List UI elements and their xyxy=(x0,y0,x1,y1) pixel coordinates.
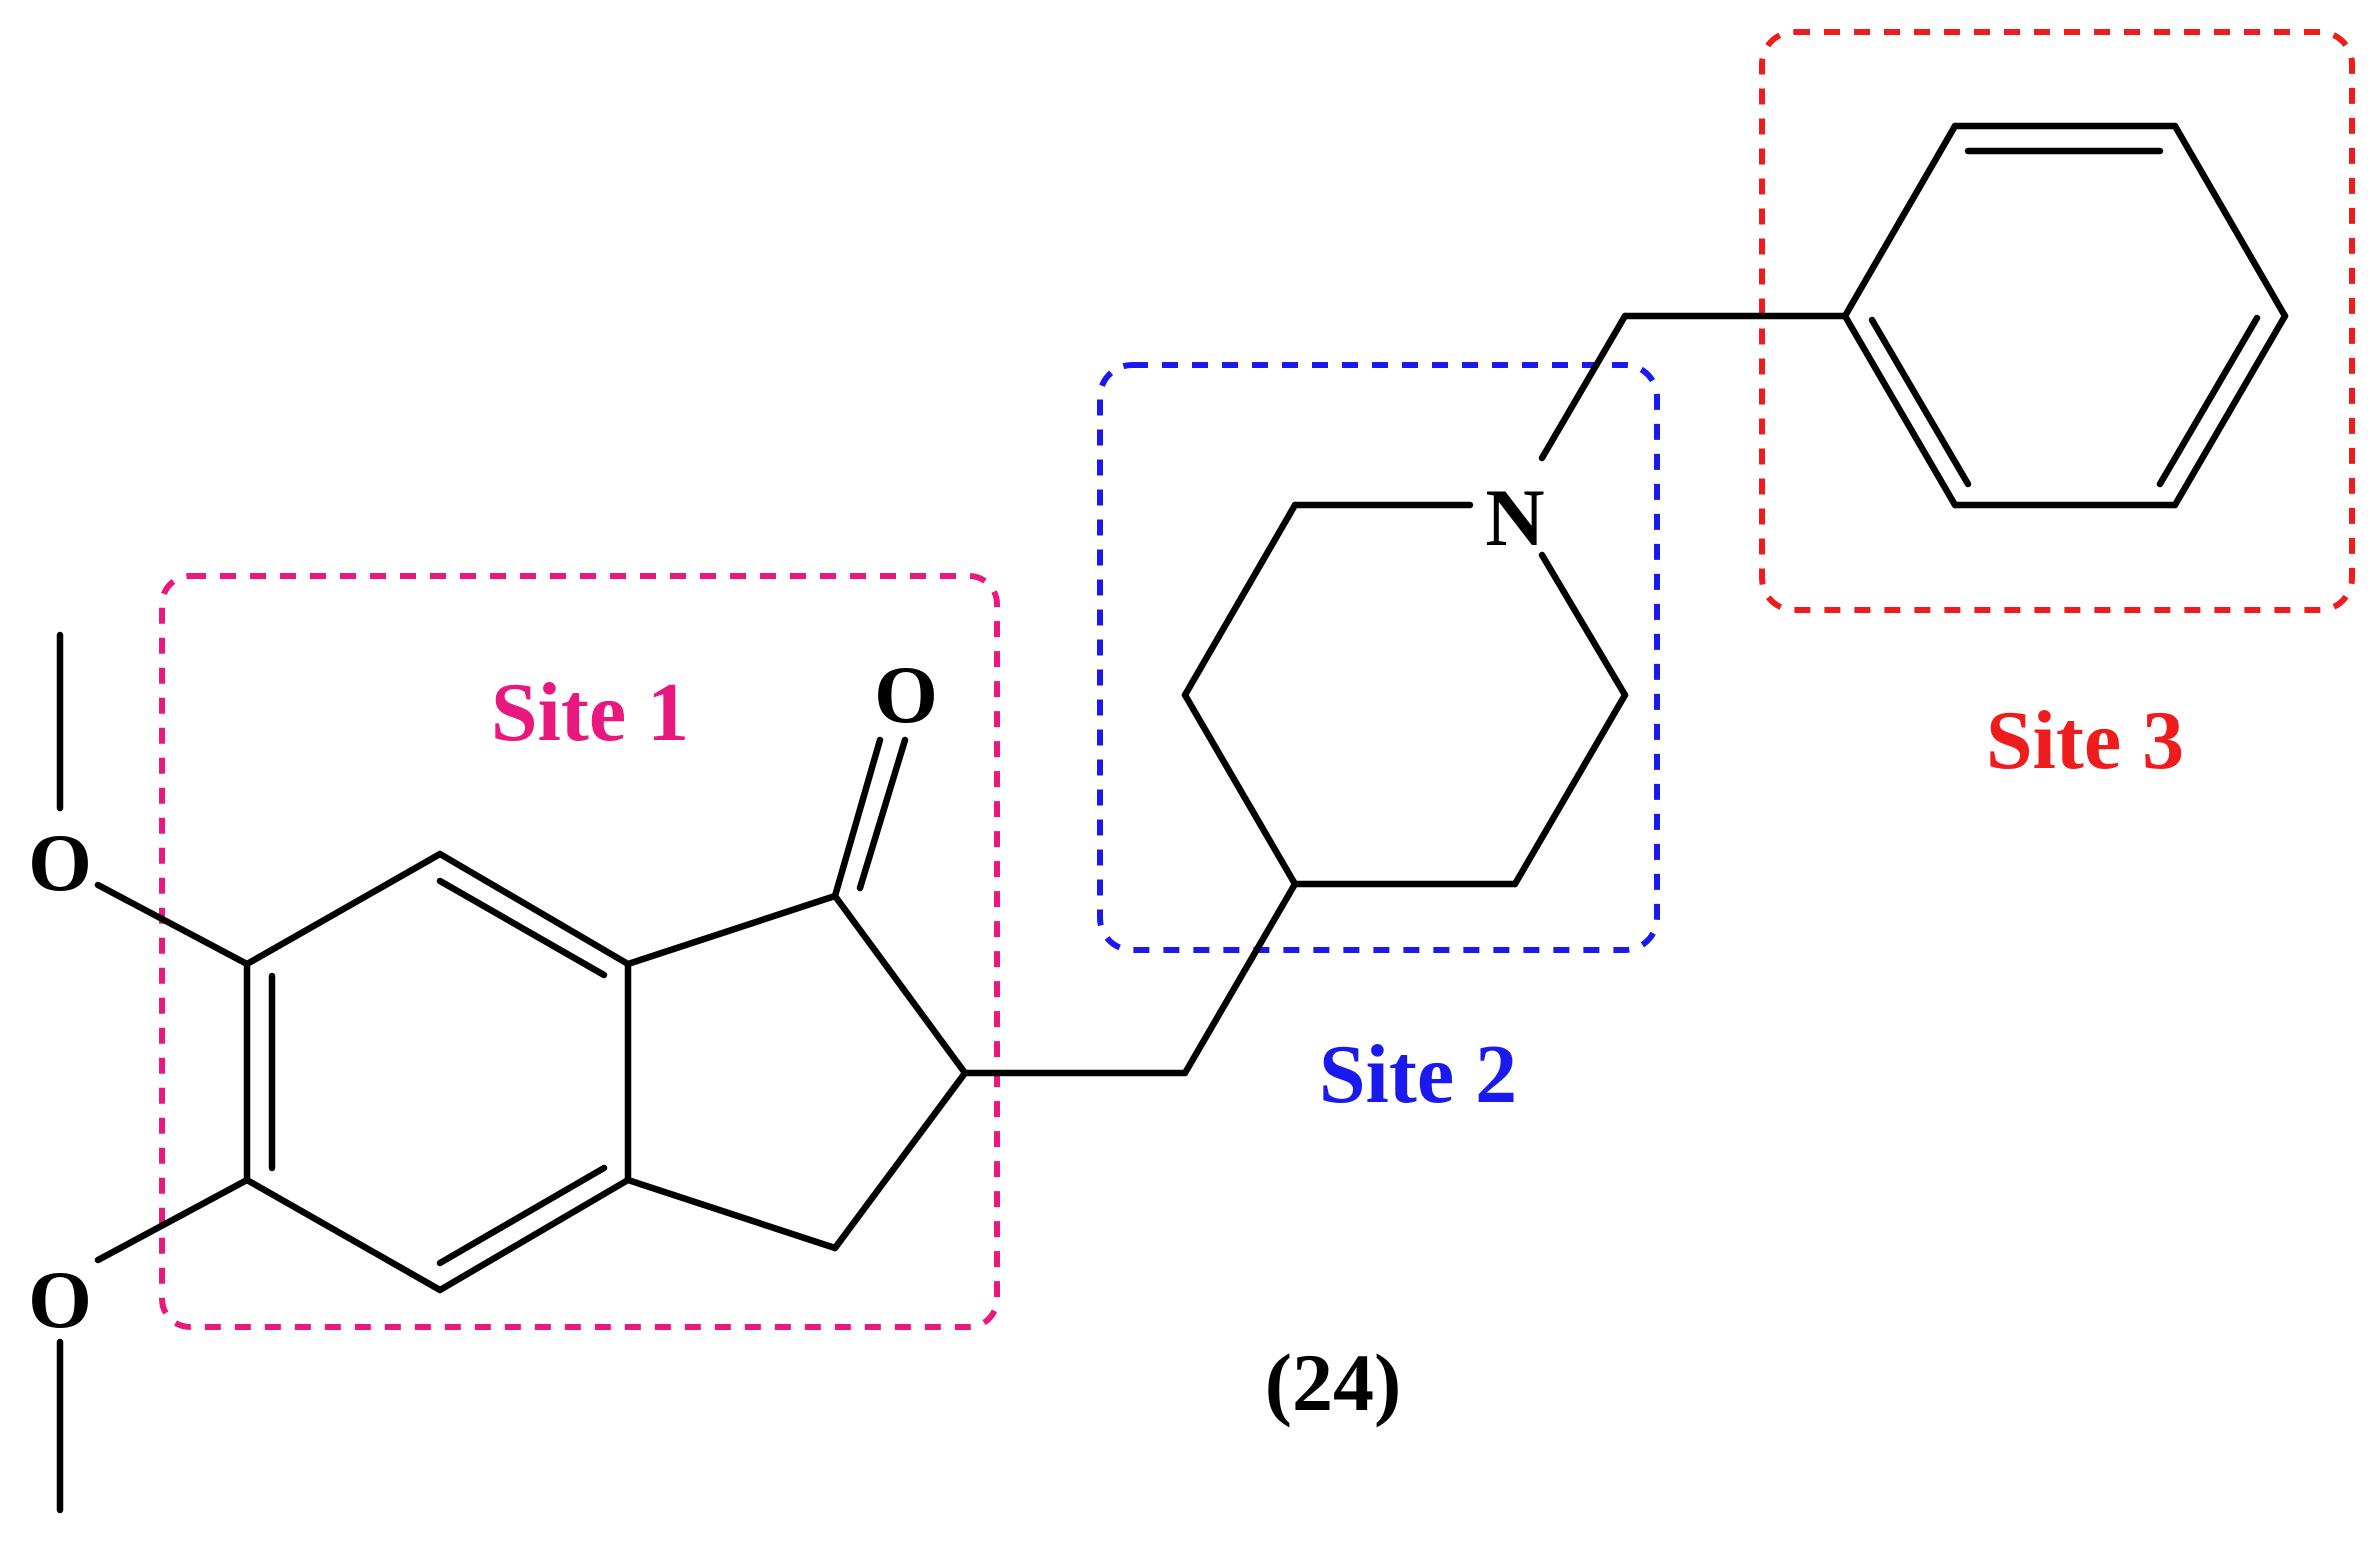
site-2-box xyxy=(1097,362,1660,953)
piperidine-ring xyxy=(1181,501,1629,888)
site-3-label: Site 3 xyxy=(1986,694,2184,787)
compound-number: (24) xyxy=(1265,1337,1402,1428)
methoxy-oxygen-top-label: O xyxy=(28,817,92,908)
methylene-linker xyxy=(961,880,1299,1077)
cyclopentanone-ring xyxy=(624,736,969,1252)
benzyl-linker xyxy=(1538,312,1849,462)
site-1-box xyxy=(159,573,1000,1330)
methoxy-oxygen-bottom-label: O xyxy=(28,1254,92,1345)
phenyl-ring xyxy=(1841,122,2289,509)
site-2-label: Site 2 xyxy=(1319,1028,1517,1121)
carbonyl-oxygen-label: O xyxy=(874,649,938,740)
benzene-ring-indanone xyxy=(243,850,632,1294)
methoxy-groups xyxy=(56,631,251,1514)
site-1-label: Site 1 xyxy=(491,666,689,759)
nitrogen-label: N xyxy=(1485,472,1544,563)
